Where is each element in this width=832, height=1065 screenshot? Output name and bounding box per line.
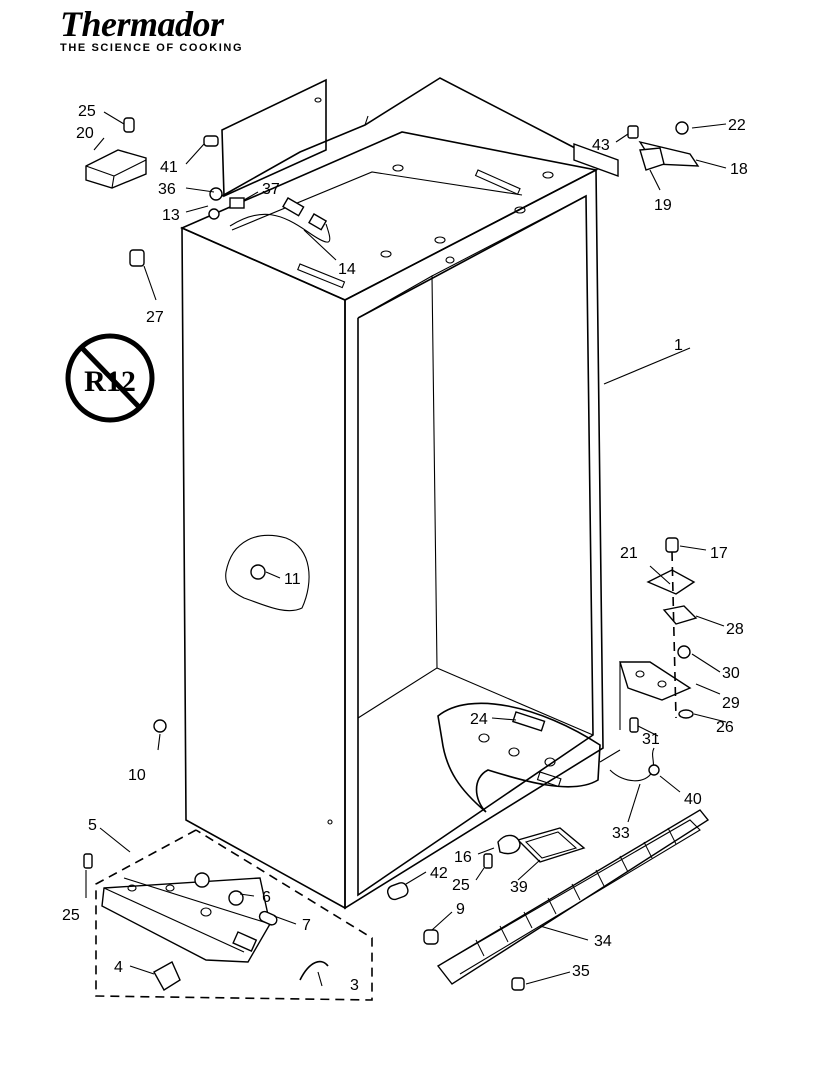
part-label-29: 29 bbox=[722, 695, 740, 712]
bottom-left-assembly bbox=[83, 719, 373, 1001]
part-label-21: 21 bbox=[620, 545, 638, 562]
part-label-9: 9 bbox=[456, 901, 465, 918]
part-label-13: 13 bbox=[162, 207, 180, 224]
r12-badge: R12 bbox=[65, 333, 155, 423]
part-label-26: 26 bbox=[716, 719, 734, 736]
brand-tagline: THE SCIENCE OF COOKING bbox=[60, 42, 244, 54]
part-label-14: 14 bbox=[338, 261, 356, 278]
part-label-19: 19 bbox=[654, 197, 672, 214]
part-label-3: 3 bbox=[350, 977, 359, 994]
part-label-25-bottom: 25 bbox=[452, 877, 470, 894]
brand-name: Thermador bbox=[60, 4, 224, 44]
part-label-27: 27 bbox=[146, 309, 164, 326]
part-label-10: 10 bbox=[128, 767, 146, 784]
leader-lines bbox=[85, 111, 727, 987]
front-grille bbox=[386, 747, 710, 991]
brand-logo: Thermador THE SCIENCE OF COOKING bbox=[60, 4, 243, 54]
callout-labels: 1 3 4 5 6 7 9 10 11 13 14 16 17 18 19 20… bbox=[62, 103, 748, 994]
part-label-20: 20 bbox=[76, 125, 94, 142]
part-label-31: 31 bbox=[642, 731, 660, 748]
part-label-36: 36 bbox=[158, 181, 176, 198]
refrigerator-cabinet bbox=[180, 77, 604, 910]
part-label-41: 41 bbox=[160, 159, 178, 176]
part-label-28: 28 bbox=[726, 621, 744, 638]
part-label-6: 6 bbox=[262, 889, 271, 906]
part-label-34: 34 bbox=[594, 933, 612, 950]
part-label-37: 37 bbox=[262, 181, 280, 198]
part-label-25-top: 25 bbox=[78, 103, 96, 120]
part-label-18: 18 bbox=[730, 161, 748, 178]
part-label-4: 4 bbox=[114, 959, 123, 976]
part-label-30: 30 bbox=[722, 665, 740, 682]
part-label-25-left: 25 bbox=[62, 907, 80, 924]
part-label-17: 17 bbox=[710, 545, 728, 562]
part-label-39: 39 bbox=[510, 879, 528, 896]
part-label-35: 35 bbox=[572, 963, 590, 980]
part-label-43: 43 bbox=[592, 137, 610, 154]
part-label-11: 11 bbox=[284, 571, 301, 588]
part-label-24: 24 bbox=[470, 711, 488, 728]
top-left-parts bbox=[85, 78, 327, 267]
part-label-7: 7 bbox=[302, 917, 311, 934]
part-label-16: 16 bbox=[454, 849, 472, 866]
part-label-40: 40 bbox=[684, 791, 702, 808]
machine-compartment bbox=[437, 702, 621, 813]
bottom-hinge-assembly bbox=[619, 537, 698, 733]
part-label-5: 5 bbox=[88, 817, 97, 834]
part-label-33: 33 bbox=[612, 825, 630, 842]
part-label-1: 1 bbox=[674, 337, 683, 354]
part-label-22: 22 bbox=[728, 117, 746, 134]
top-hinge bbox=[573, 121, 700, 177]
part-label-42: 42 bbox=[430, 865, 448, 882]
